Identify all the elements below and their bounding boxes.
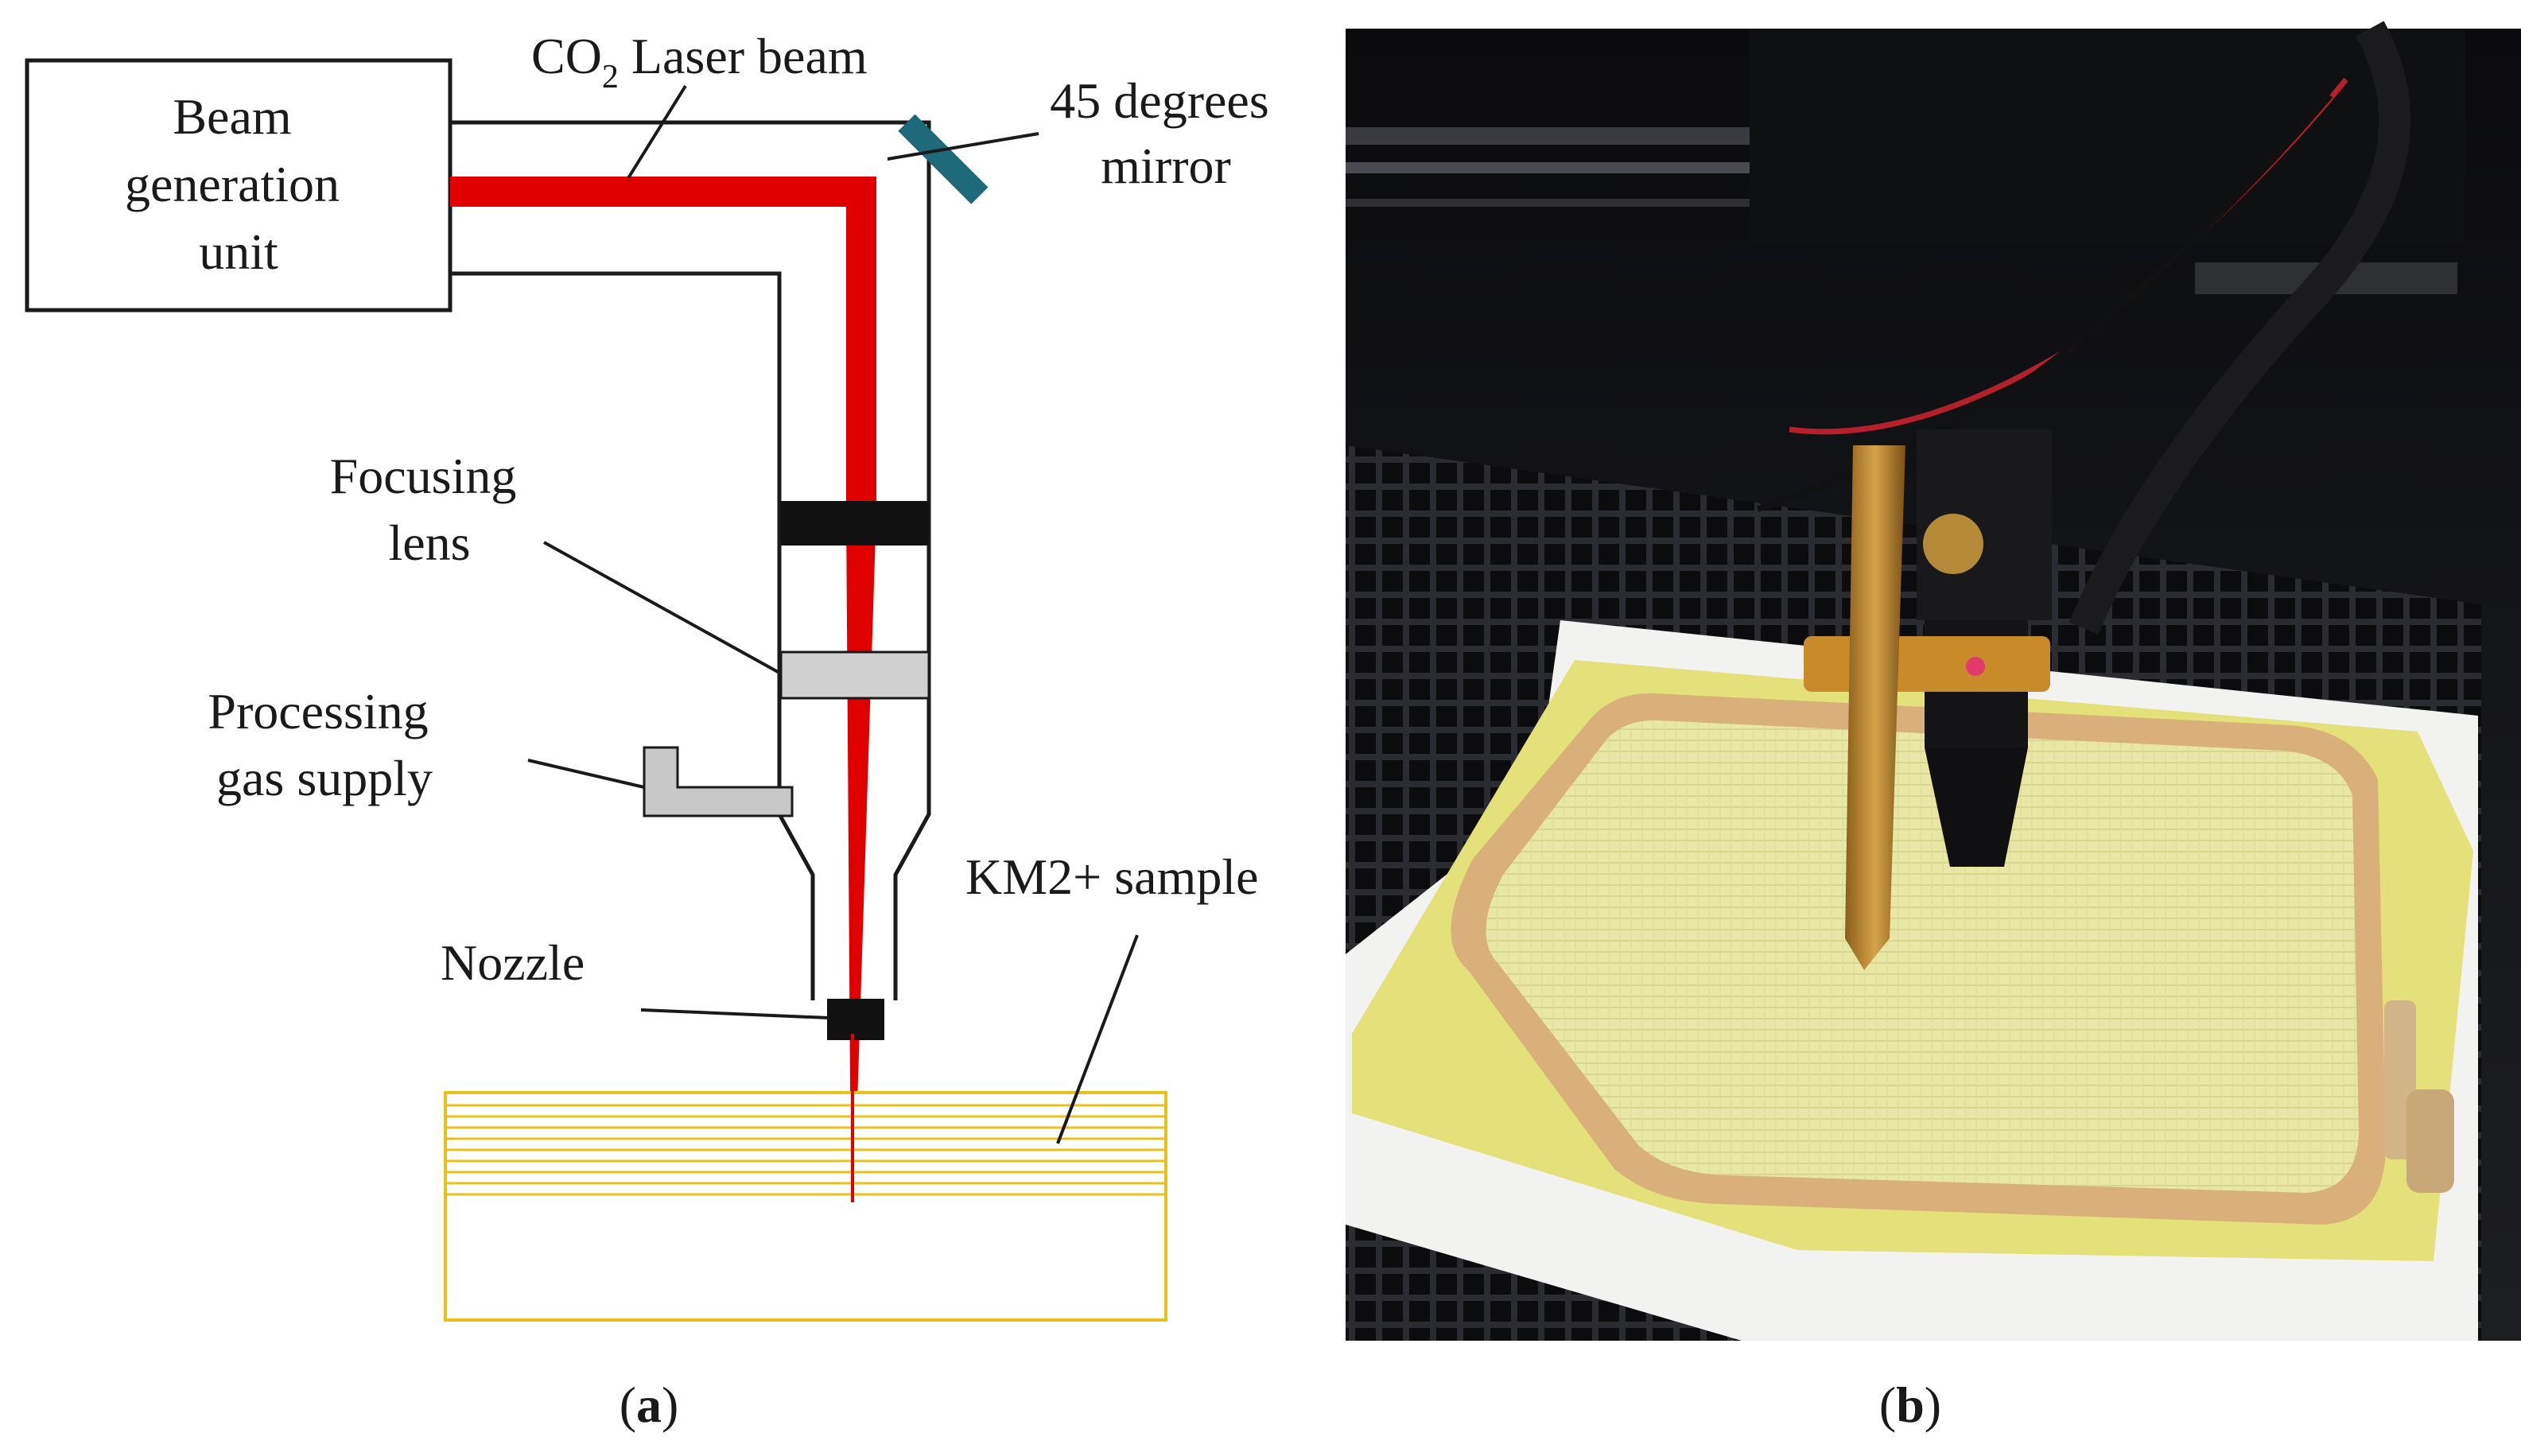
- laser-beam-vertical: [846, 177, 876, 511]
- lens-label: Focusing lens: [330, 448, 530, 571]
- beam-generation-unit-box: [25, 58, 453, 313]
- km2-sample: [444, 1091, 1167, 1322]
- nozzle-label: Nozzle: [441, 934, 585, 991]
- cable-black: [2068, 21, 2411, 635]
- beam-unit-label: Beam generation unit: [125, 88, 352, 280]
- sample-label: KM2+ sample: [965, 848, 1259, 905]
- laser-head-bracket: [1804, 636, 2050, 692]
- laser-indicator: [1966, 657, 1985, 676]
- mirror-45: [898, 114, 989, 204]
- mirror-label: 45 degrees mirror: [1050, 72, 1281, 194]
- brass-pen: [1845, 445, 1905, 970]
- cable-dark: [1756, 93, 2333, 512]
- gas-supply-label: Processing gas supply: [208, 683, 441, 806]
- laser-beam-horizontal: [450, 177, 876, 207]
- hoop-screw-knob: [2406, 1089, 2454, 1193]
- hoop-inner-fabric: [1486, 720, 2359, 1193]
- panel-a-caption: (a): [620, 1376, 679, 1433]
- gantry-rails: [1346, 29, 2465, 294]
- focusing-lens: [779, 650, 930, 700]
- panel-a-schematic: Beam generation unit: [25, 28, 1281, 1433]
- laser-beam-label: CO2 Laser beam: [531, 28, 868, 95]
- leader-lines: [527, 84, 1139, 1144]
- laser-head-nozzle: [1925, 747, 2028, 867]
- sample-layer-lines: [445, 1104, 1166, 1196]
- panel-b-caption: (b): [1879, 1376, 1941, 1433]
- aperture-band: [781, 501, 929, 546]
- nozzle-tip: [827, 999, 884, 1040]
- laser-head-knob: [1923, 514, 1983, 574]
- panel-b-photo: (b): [1346, 21, 2521, 1433]
- gas-supply-fitting: [643, 746, 794, 817]
